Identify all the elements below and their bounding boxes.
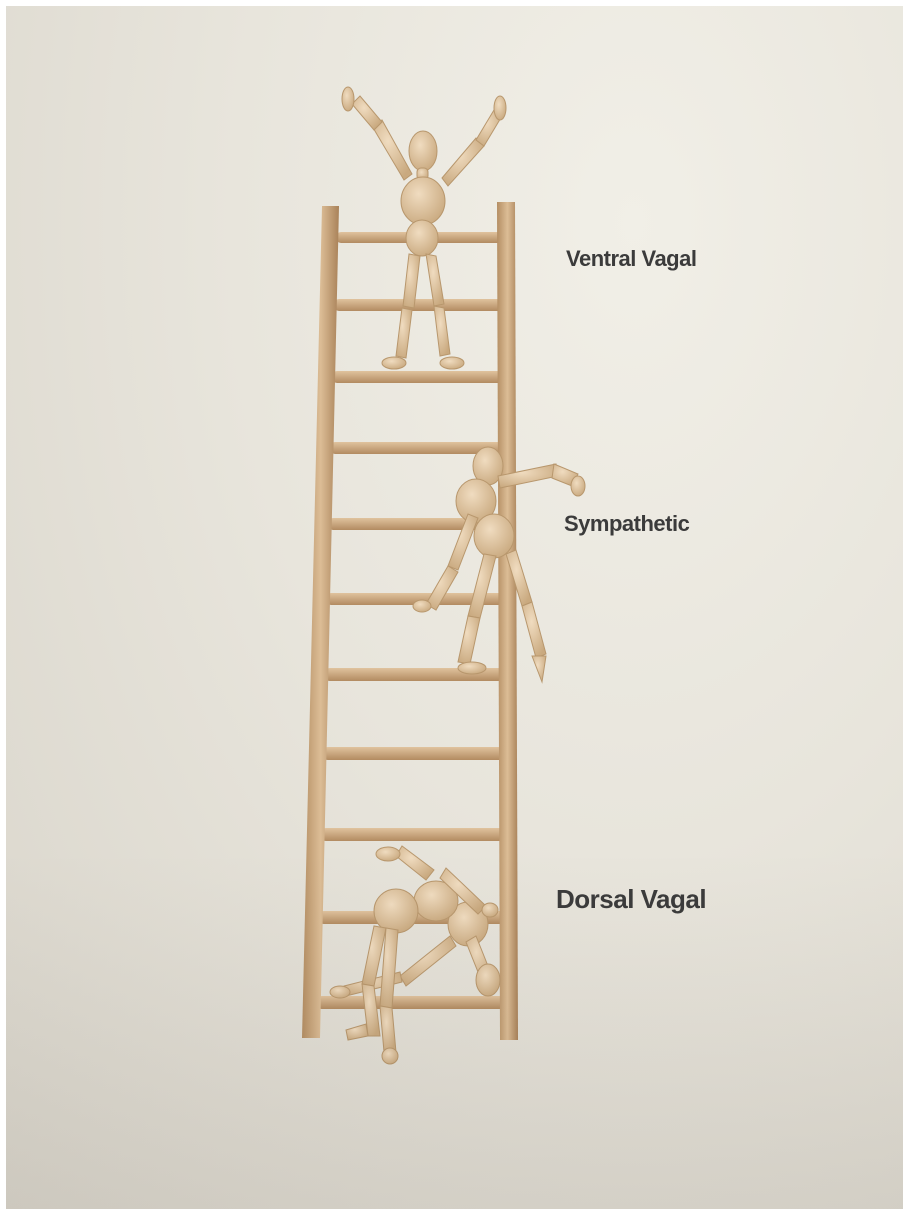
mannequin-slumped bbox=[330, 846, 500, 1064]
label-ventral-vagal: Ventral Vagal bbox=[566, 246, 696, 272]
mannequin-arms-raised bbox=[342, 87, 506, 369]
ladder-illustration bbox=[6, 6, 903, 1209]
photo-background: Ventral Vagal Sympathetic Dorsal Vagal bbox=[6, 6, 903, 1209]
label-dorsal-vagal: Dorsal Vagal bbox=[556, 884, 706, 915]
label-sympathetic: Sympathetic bbox=[564, 511, 689, 537]
